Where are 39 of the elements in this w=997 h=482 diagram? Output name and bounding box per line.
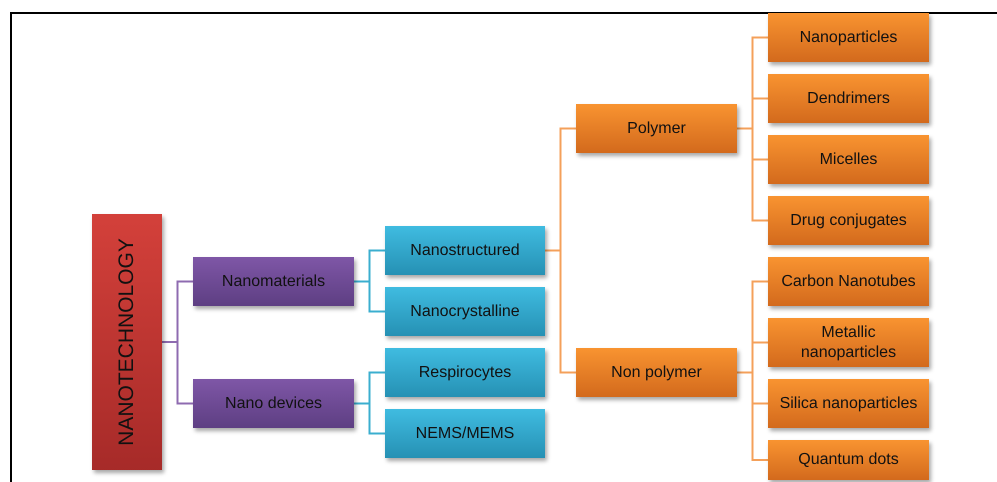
box-label: Micelles (820, 150, 878, 170)
box-label: Drug conjugates (790, 210, 907, 230)
category-box (193, 379, 354, 428)
category-box (768, 74, 929, 123)
root-box (92, 214, 162, 470)
category-box (768, 379, 929, 428)
box-label: NEMS/MEMS (416, 424, 514, 444)
category-box (385, 287, 545, 336)
box-label: Non polymer (611, 362, 702, 382)
category-box (768, 318, 929, 367)
category-box (768, 440, 929, 480)
connector-line (737, 372, 768, 461)
box-label: Nano devices (225, 394, 322, 414)
connector-line (354, 280, 385, 312)
box-label: Silica nanoparticles (780, 394, 918, 414)
category-box (576, 348, 737, 397)
box-label: Nanoparticles (800, 28, 898, 48)
category-box (768, 135, 929, 184)
box-label: Nanostructured (410, 240, 520, 260)
box-label: Nanocrystalline (410, 302, 520, 322)
box-label: Carbon Nanotubes (781, 272, 916, 292)
connector-line (162, 341, 193, 404)
category-box (768, 257, 929, 306)
category-box (768, 196, 929, 245)
category-box (576, 104, 737, 153)
category-box (385, 409, 545, 458)
box-label: Respirocytes (418, 362, 512, 382)
root-label: NANOTECHNOLOGY (115, 238, 139, 446)
category-box (385, 226, 545, 275)
box-label: Nanomaterials (222, 272, 326, 292)
category-box (768, 13, 929, 62)
category-box (193, 257, 354, 306)
box-label: Dendrimers (807, 88, 890, 108)
connector-line (737, 128, 768, 222)
connector-line (354, 402, 385, 434)
box-label: Quantum dots (798, 450, 899, 470)
category-box (385, 348, 545, 397)
box-label: Polymer (627, 118, 686, 138)
box-label: Metallic nanoparticles (800, 323, 898, 362)
